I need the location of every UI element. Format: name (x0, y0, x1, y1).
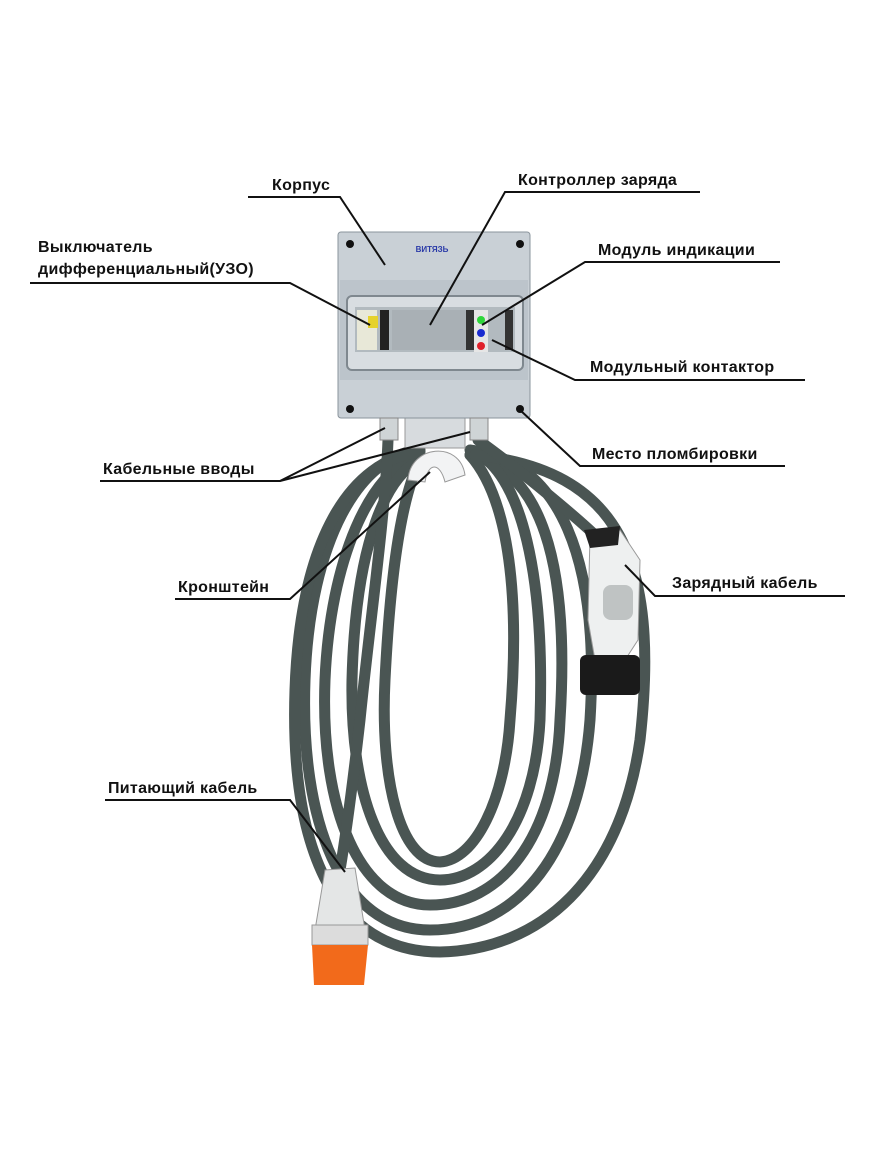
bracket (404, 417, 466, 483)
callout-housing: Корпус (248, 177, 386, 266)
label-bracket: Кронштейн (178, 579, 269, 596)
callout-indication-module: Модуль индикации (481, 242, 780, 326)
label-charge-controller: Контроллер заряда (518, 172, 677, 189)
label-rcd-line1: Выключатель (38, 239, 153, 256)
callout-charge-controller: Контроллер заряда (429, 172, 700, 326)
housing: ВИТЯЗЬ (337, 231, 531, 441)
supply-plug (311, 867, 369, 985)
label-charging-cable: Зарядный кабель (672, 575, 818, 592)
callout-supply-cable: Питающий кабель (105, 780, 346, 873)
led-red (477, 342, 485, 350)
callout-bracket: Кронштейн (175, 471, 431, 600)
cable-gland-left (379, 417, 399, 441)
label-rcd-line2: дифференциальный(УЗО) (38, 261, 254, 278)
brand-logo: ВИТЯЗЬ (416, 245, 449, 254)
callout-rcd: Выключатель дифференциальный(УЗО) (30, 239, 371, 326)
label-housing: Корпус (272, 177, 330, 194)
callout-modular-contactor: Модульный контактор (491, 339, 805, 381)
callout-cable-glands: Кабельные вводы (100, 427, 471, 482)
callout-sealing-point: Место пломбировки (519, 409, 785, 467)
label-supply-cable: Питающий кабель (108, 780, 258, 797)
label-sealing-point: Место пломбировки (592, 446, 758, 463)
label-indication-module: Модуль индикации (598, 242, 755, 259)
led-blue (477, 329, 485, 337)
cable-gland-right (469, 417, 489, 441)
charging-connector (580, 526, 641, 695)
label-cable-glands: Кабельные вводы (103, 461, 255, 478)
led-green (477, 316, 485, 324)
label-modular-contactor: Модульный контактор (590, 359, 774, 376)
callout-charging-cable: Зарядный кабель (624, 564, 845, 597)
